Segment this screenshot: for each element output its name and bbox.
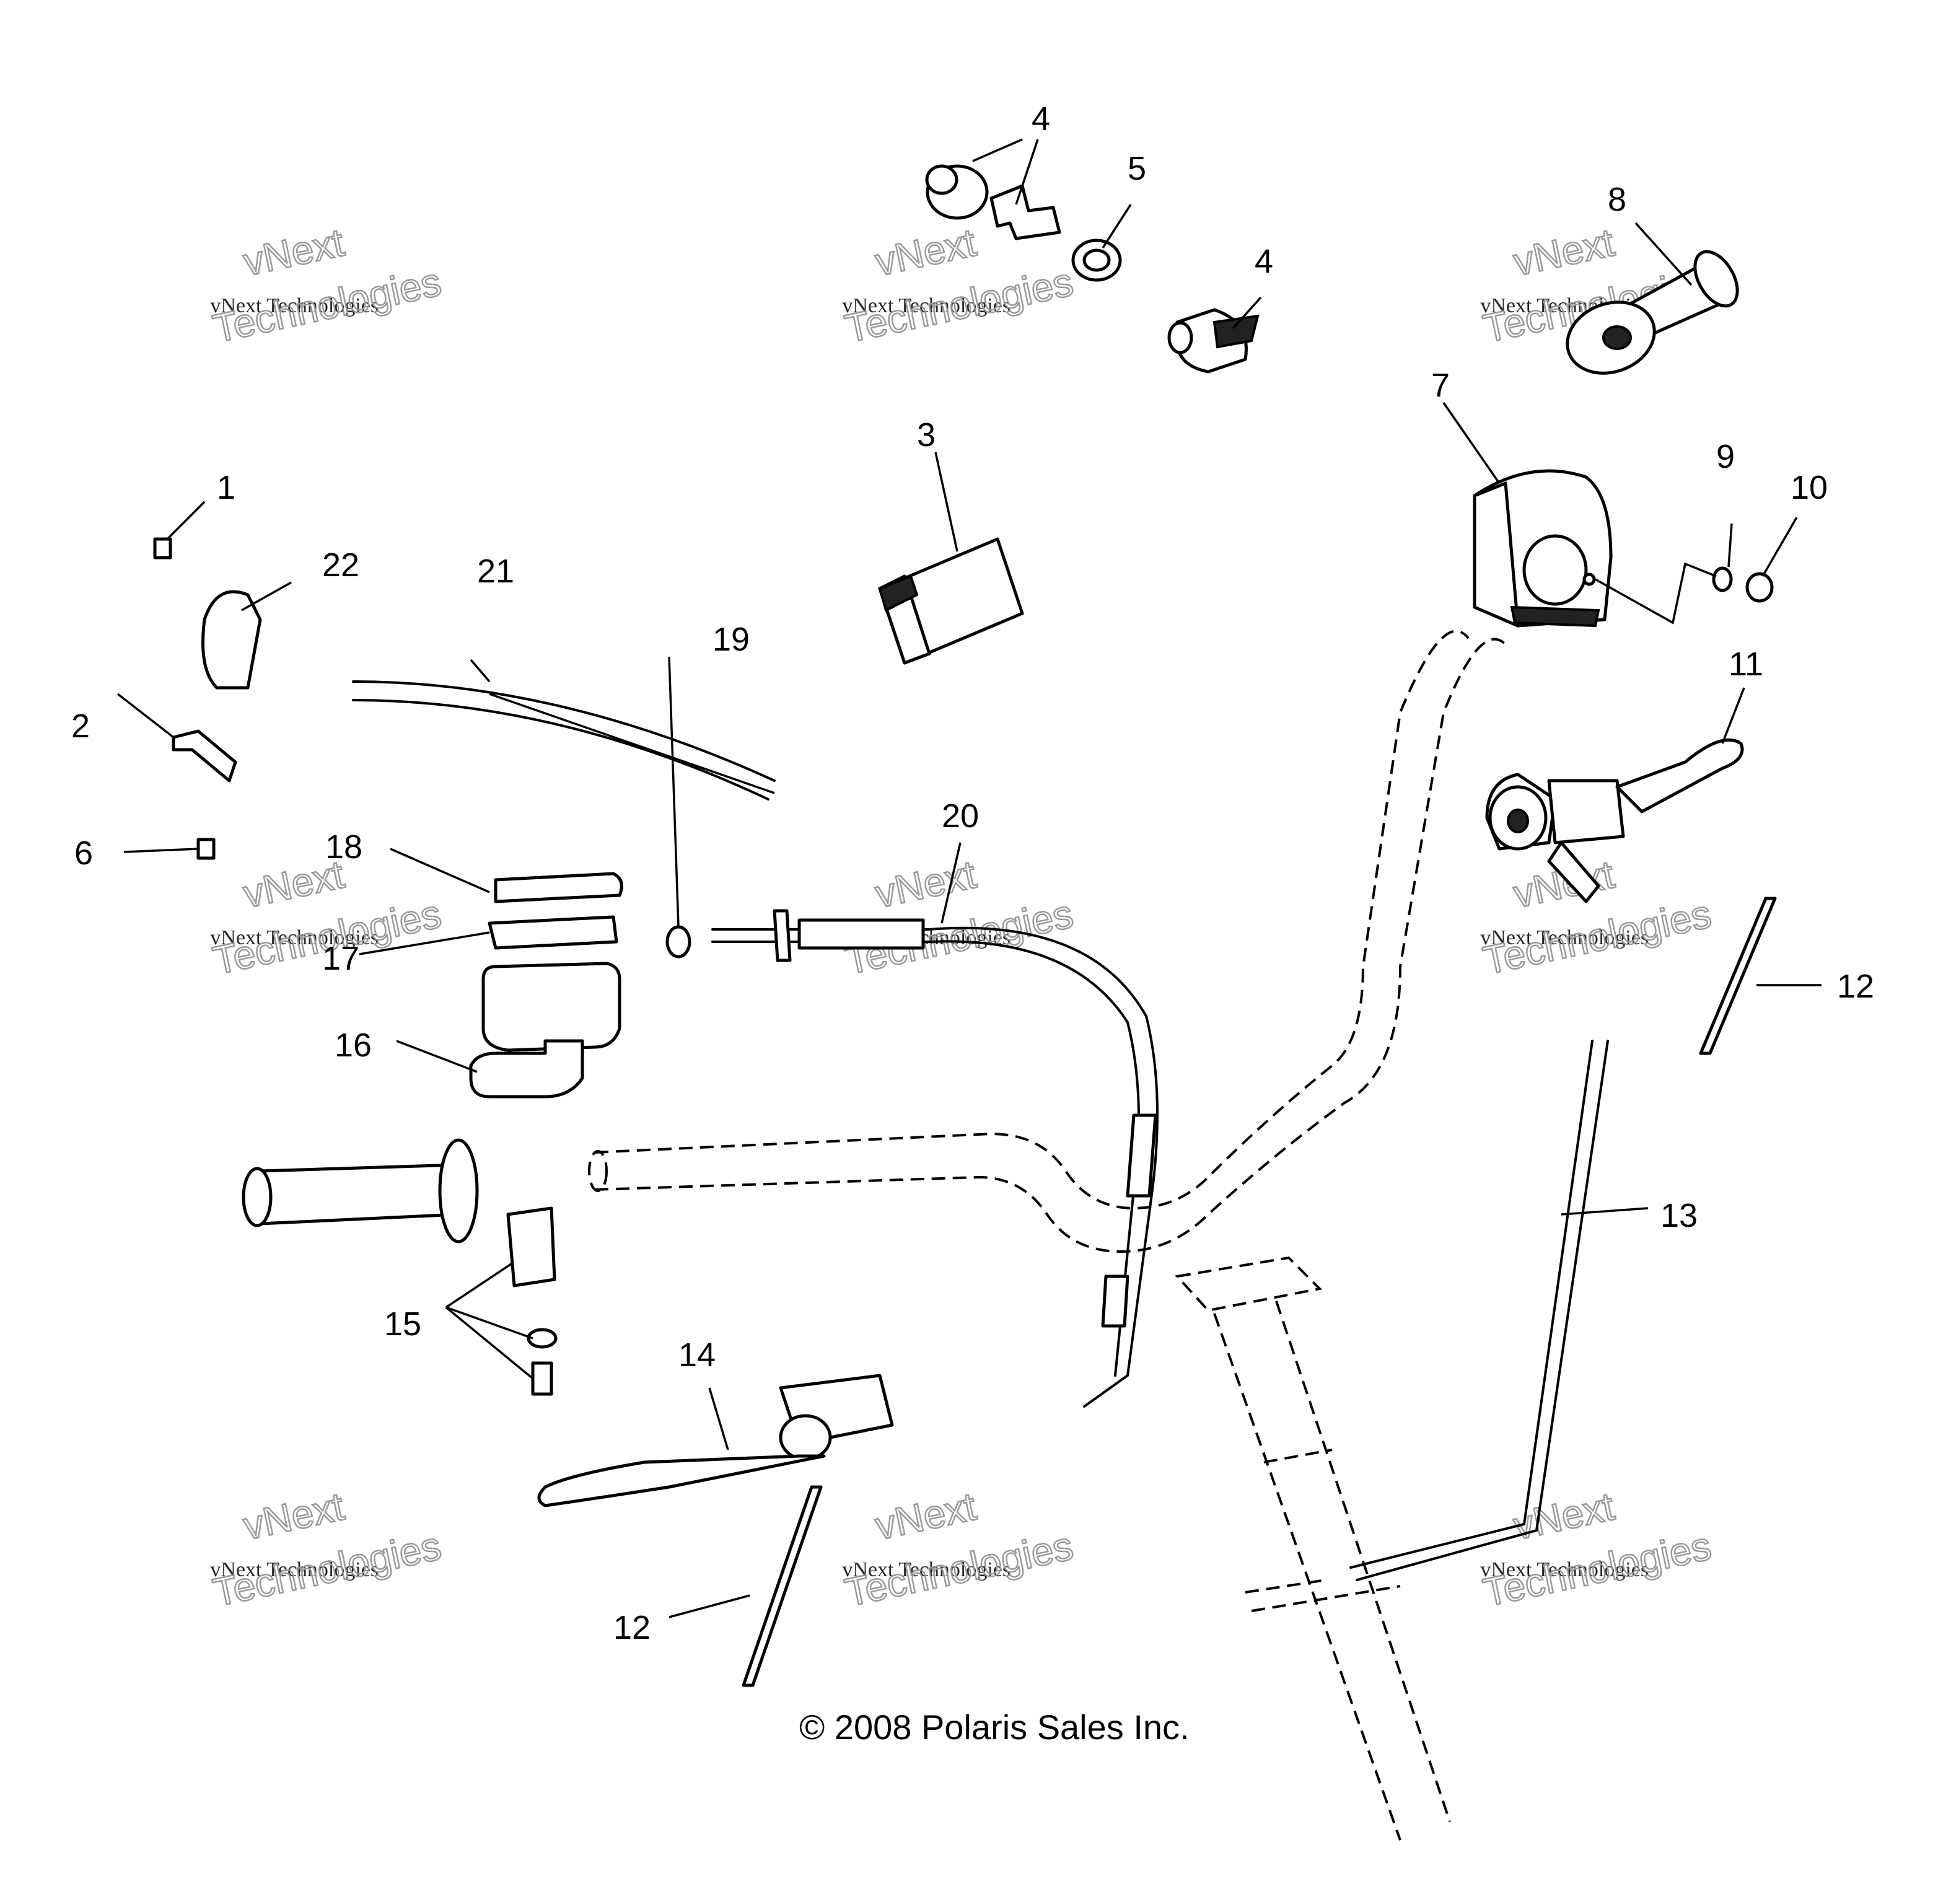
callout-labels: 1 2 3 4 4 5 6 7 8 9 10 11 12 12 13 14 15… xyxy=(71,100,1874,1646)
throttle-cable xyxy=(711,909,1159,1408)
watermark-company: vNext Technologies xyxy=(1480,1558,1649,1581)
watermark-company: vNext Technologies xyxy=(842,294,1011,317)
watermark-company: vNext Technologies xyxy=(842,1558,1011,1581)
callout-6: 6 xyxy=(74,835,93,872)
brake-line xyxy=(1349,1040,1609,1581)
callout-13: 13 xyxy=(1660,1197,1698,1234)
left-lever xyxy=(537,1374,894,1507)
callout-12a: 12 xyxy=(1837,968,1874,1005)
hose xyxy=(352,680,776,801)
callout-21: 21 xyxy=(477,553,514,590)
callout-19: 19 xyxy=(712,621,750,658)
callout-4b: 4 xyxy=(1255,243,1273,280)
handlebar xyxy=(588,630,1507,1253)
watermark-company: vNext Technologies xyxy=(1480,926,1649,949)
watermark-line2: Technologies xyxy=(209,1524,445,1615)
callout-1: 1 xyxy=(217,469,235,506)
reservoir xyxy=(469,872,623,1099)
callout-18: 18 xyxy=(325,828,362,866)
bolts xyxy=(742,897,1777,1687)
left-clamp-parts xyxy=(153,537,262,860)
watermark-line1: vNext xyxy=(239,220,348,284)
o-ring xyxy=(665,925,691,959)
watermark-line1: vNext xyxy=(239,1484,348,1548)
callout-14: 14 xyxy=(678,1336,716,1374)
callout-10: 10 xyxy=(1791,469,1828,506)
callout-11: 11 xyxy=(1729,646,1763,683)
watermark-company: vNext Technologies xyxy=(210,1558,379,1581)
watermark-line1: vNext xyxy=(871,852,980,916)
watermark-line2: Technologies xyxy=(841,1524,1077,1615)
switch-block xyxy=(878,537,1024,665)
watermark-line2: Technologies xyxy=(209,260,445,351)
callout-15: 15 xyxy=(384,1305,421,1343)
callout-7: 7 xyxy=(1431,367,1450,404)
watermark-line1: vNext xyxy=(871,1484,980,1548)
callout-22: 22 xyxy=(322,546,359,584)
callout-17: 17 xyxy=(322,940,359,977)
steering-post xyxy=(1175,1256,1451,1841)
copyright-notice: © 2008 Polaris Sales Inc. xyxy=(799,1708,1190,1747)
callout-8: 8 xyxy=(1608,181,1626,218)
key-parts xyxy=(925,164,1260,374)
left-grip xyxy=(242,1138,479,1244)
callout-3: 3 xyxy=(917,416,936,454)
lever-clamp xyxy=(506,1206,558,1396)
watermark-line2: Technologies xyxy=(1480,892,1715,983)
small-caps xyxy=(1595,562,1774,625)
right-lever xyxy=(1485,738,1744,903)
callout-9: 9 xyxy=(1716,438,1735,475)
leader-lines xyxy=(116,138,1822,1618)
watermark-company: vNext Technologies xyxy=(210,926,379,949)
throttle-housing xyxy=(1473,469,1613,628)
watermark-company: vNext Technologies xyxy=(210,294,379,317)
watermark-line1: vNext xyxy=(871,220,980,284)
callout-5: 5 xyxy=(1128,150,1146,187)
watermark-line1: vNext xyxy=(1509,220,1618,284)
right-grip xyxy=(1566,250,1739,375)
callout-20: 20 xyxy=(942,797,979,835)
watermark-line2: Technologies xyxy=(841,260,1077,351)
callout-2: 2 xyxy=(71,708,90,745)
callout-4a: 4 xyxy=(1032,100,1050,138)
callout-16: 16 xyxy=(335,1027,372,1064)
callout-12b: 12 xyxy=(613,1609,651,1646)
